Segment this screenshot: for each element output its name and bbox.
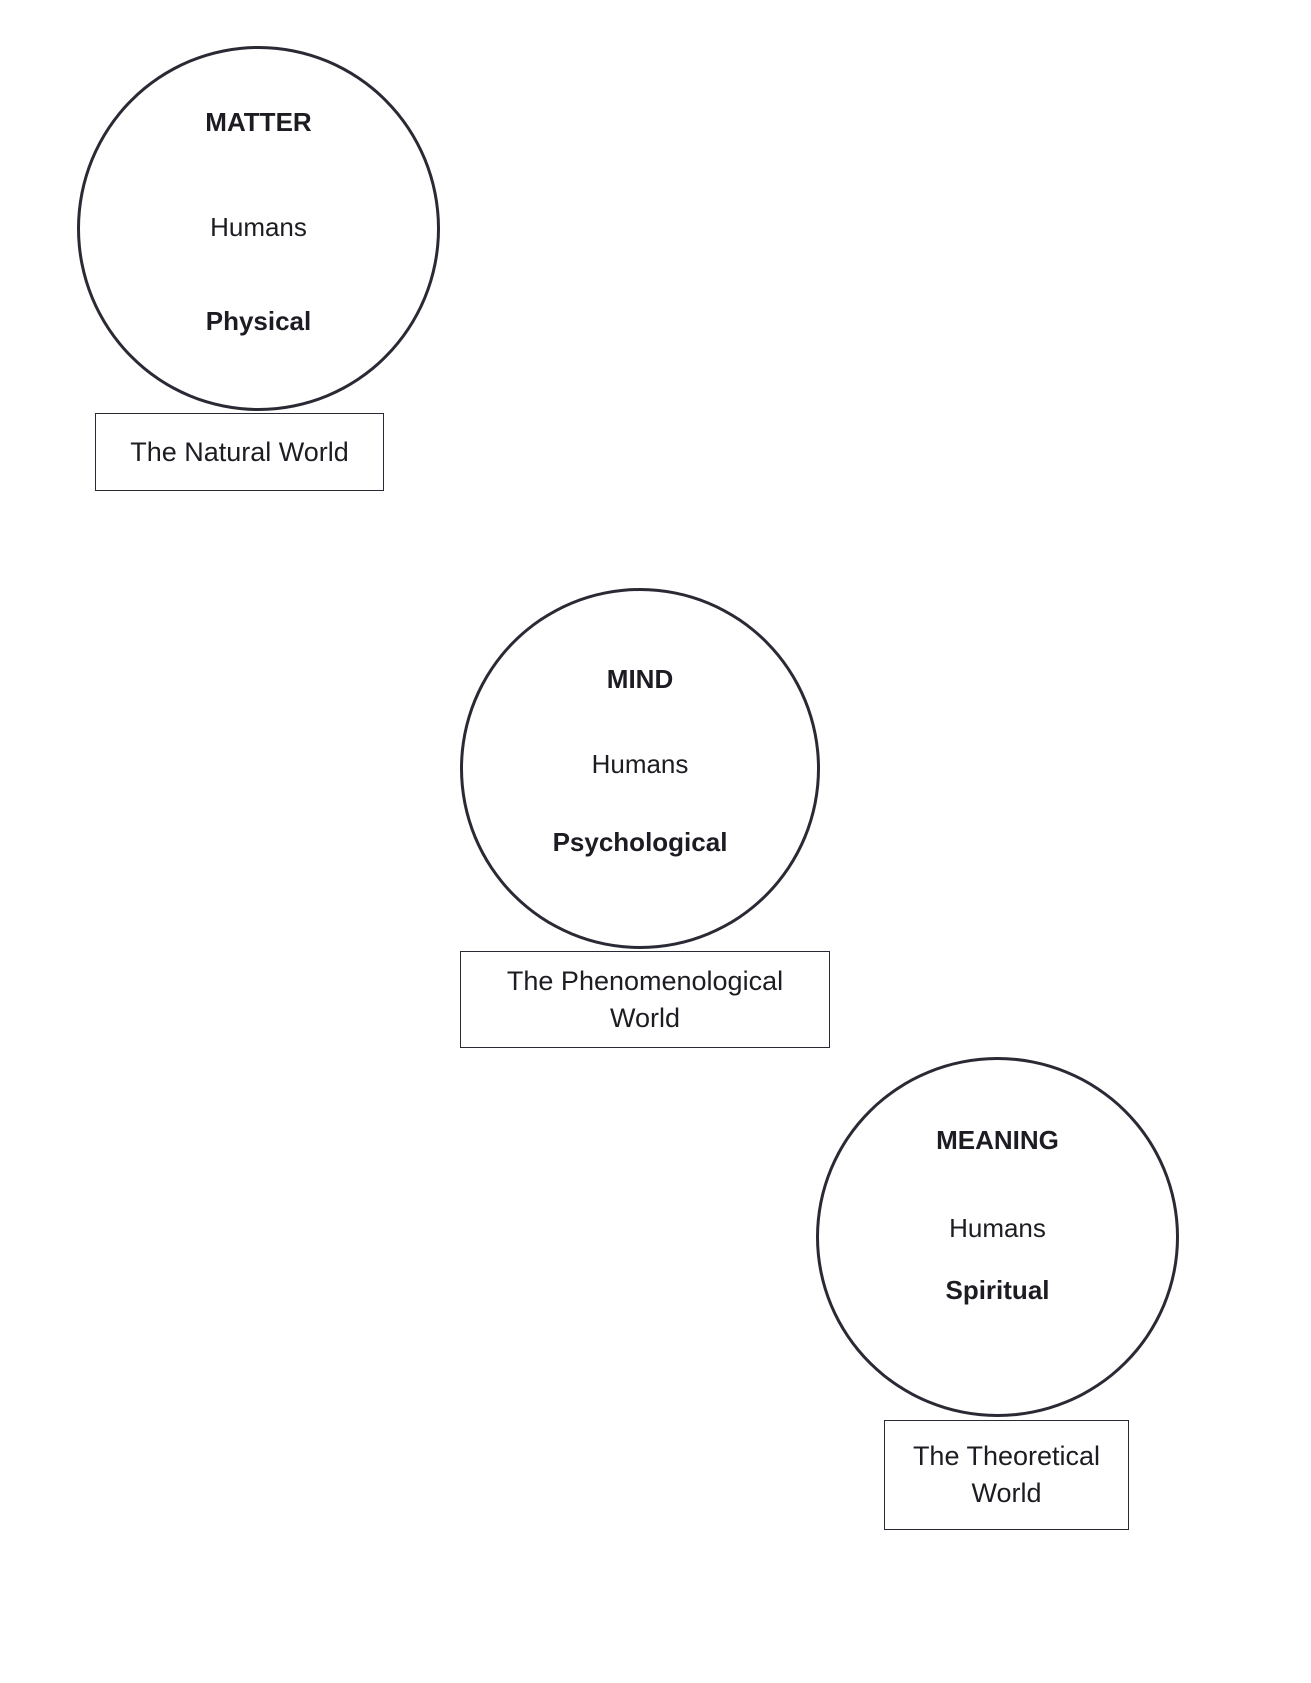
mind-aspect: Psychological xyxy=(552,827,728,857)
meaning-aspect: Spiritual xyxy=(945,1275,1050,1305)
matter-heading: MATTER xyxy=(205,107,312,137)
mind-heading: MIND xyxy=(606,664,674,694)
meaning-heading: MEANING xyxy=(936,1125,1059,1155)
theoretical-world-label-box: The Theoretical World xyxy=(884,1420,1129,1530)
matter-circle: MATTER Humans Physical xyxy=(77,46,440,411)
meaning-subject: Humans xyxy=(949,1213,1046,1243)
theoretical-world-label-line-2: World xyxy=(971,1478,1042,1508)
theoretical-world-label-line-1: The Theoretical xyxy=(912,1441,1101,1471)
mind-subject: Humans xyxy=(591,749,689,779)
matter-aspect: Physical xyxy=(205,306,312,336)
natural-world-label: The Natural World xyxy=(130,436,349,467)
matter-subject: Humans xyxy=(210,212,307,242)
phenomenological-world-label-line-2: World xyxy=(609,1002,681,1033)
natural-world-label-box: The Natural World xyxy=(95,413,384,491)
meaning-circle: MEANING Humans Spiritual xyxy=(816,1057,1179,1417)
phenomenological-world-label-line-1: The Phenomenological xyxy=(506,965,784,996)
mind-circle: MIND Humans Psychological xyxy=(460,588,820,949)
phenomenological-world-label-box: The Phenomenological World xyxy=(460,951,830,1048)
